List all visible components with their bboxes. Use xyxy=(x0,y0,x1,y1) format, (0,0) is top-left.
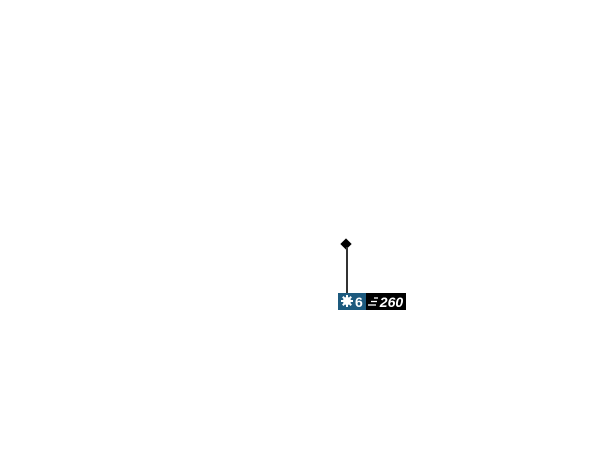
speed-lines-icon xyxy=(367,294,378,310)
speed-value: 260 xyxy=(379,293,404,310)
marker-label: 6 260 xyxy=(338,293,407,310)
gear-icon xyxy=(341,294,353,310)
speed-segment: 260 xyxy=(365,293,407,310)
gear-segment: 6 xyxy=(338,293,366,310)
gear-value: 6 xyxy=(355,293,363,310)
marker-stem xyxy=(346,247,348,294)
